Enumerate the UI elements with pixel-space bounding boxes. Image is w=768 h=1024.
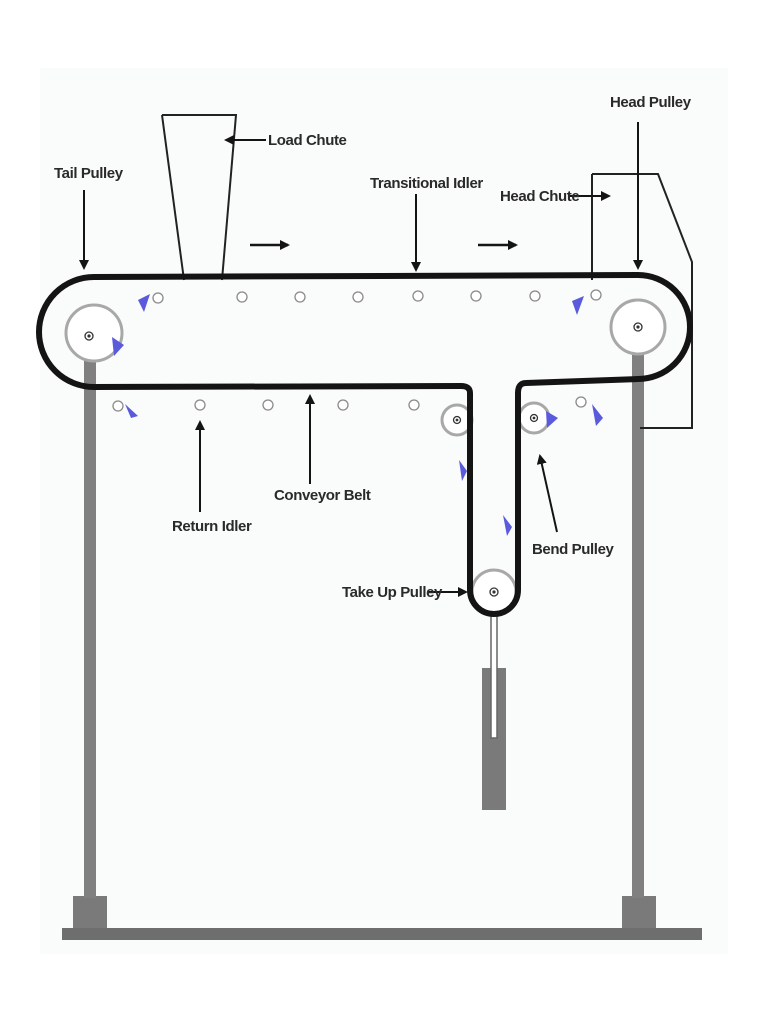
tail-pulley <box>64 303 124 363</box>
diagram-panel <box>40 68 728 954</box>
return-idlers <box>112 396 587 412</box>
bend-pulley-pointer <box>536 454 558 533</box>
return-idler-label: Return Idler <box>172 518 252 535</box>
conveyor-belt-loop <box>36 272 693 617</box>
right-foot <box>622 896 656 928</box>
conveyor-belt-label: Conveyor Belt <box>274 487 371 504</box>
head-pulley-label: Head Pulley <box>610 94 692 111</box>
load-chute <box>161 114 238 281</box>
carrying-idlers <box>152 289 602 304</box>
transitional-idler-label: Transitional Idler <box>370 175 483 192</box>
base-beam <box>62 928 702 940</box>
left-foot <box>73 896 107 928</box>
tail-pulley-label: Tail Pulley <box>54 165 124 182</box>
take-up-pulley-label: Take Up Pulley <box>342 584 443 601</box>
bend-pulley-label: Bend Pulley <box>532 541 615 558</box>
right-post <box>632 330 644 898</box>
head-chute-housing <box>592 173 693 429</box>
load-chute-label: Load Chute <box>268 132 347 149</box>
belt-direction-markers <box>112 294 603 536</box>
left-post <box>84 338 96 898</box>
head-chute-label: Head Chute <box>500 188 579 205</box>
